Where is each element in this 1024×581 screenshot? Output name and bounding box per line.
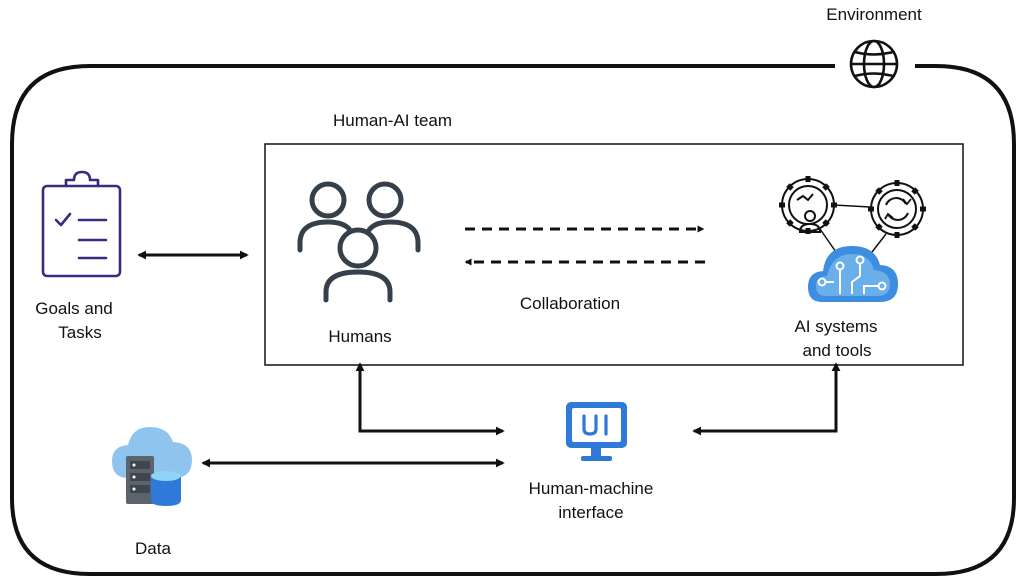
- environment-boundary: [10, 64, 1016, 576]
- brain-gear-icon: [779, 176, 837, 234]
- clipboard-checklist-icon: [41, 170, 122, 278]
- ai-label-line1: AI systems: [794, 317, 877, 336]
- refresh-gear-icon: [868, 180, 926, 238]
- goals-label-line1: Goals and: [35, 299, 113, 318]
- human-ai-team-box: [264, 143, 964, 366]
- goals-label-line2: Tasks: [58, 323, 101, 342]
- humans-interface-arrow: [355, 362, 505, 436]
- cloud-database-icon: [112, 427, 192, 506]
- globe-icon: [849, 39, 899, 89]
- team-label: Human-AI team: [333, 111, 452, 130]
- collaboration-label: Collaboration: [520, 294, 620, 313]
- ai-label-line2: and tools: [803, 341, 872, 360]
- hmi-label-line2: interface: [558, 503, 623, 522]
- ui-monitor-icon: [566, 402, 627, 461]
- hmi-label-line1: Human-machine: [529, 479, 654, 498]
- ai-cloud-icon: [808, 246, 898, 302]
- data-label: Data: [135, 539, 171, 558]
- ai-interface-arrow: [692, 362, 841, 436]
- ai-brain-gears-cloud-icon: [779, 176, 926, 302]
- humans-label: Humans: [328, 327, 391, 346]
- environment-label: Environment: [826, 5, 922, 24]
- people-group-icon: [297, 181, 421, 303]
